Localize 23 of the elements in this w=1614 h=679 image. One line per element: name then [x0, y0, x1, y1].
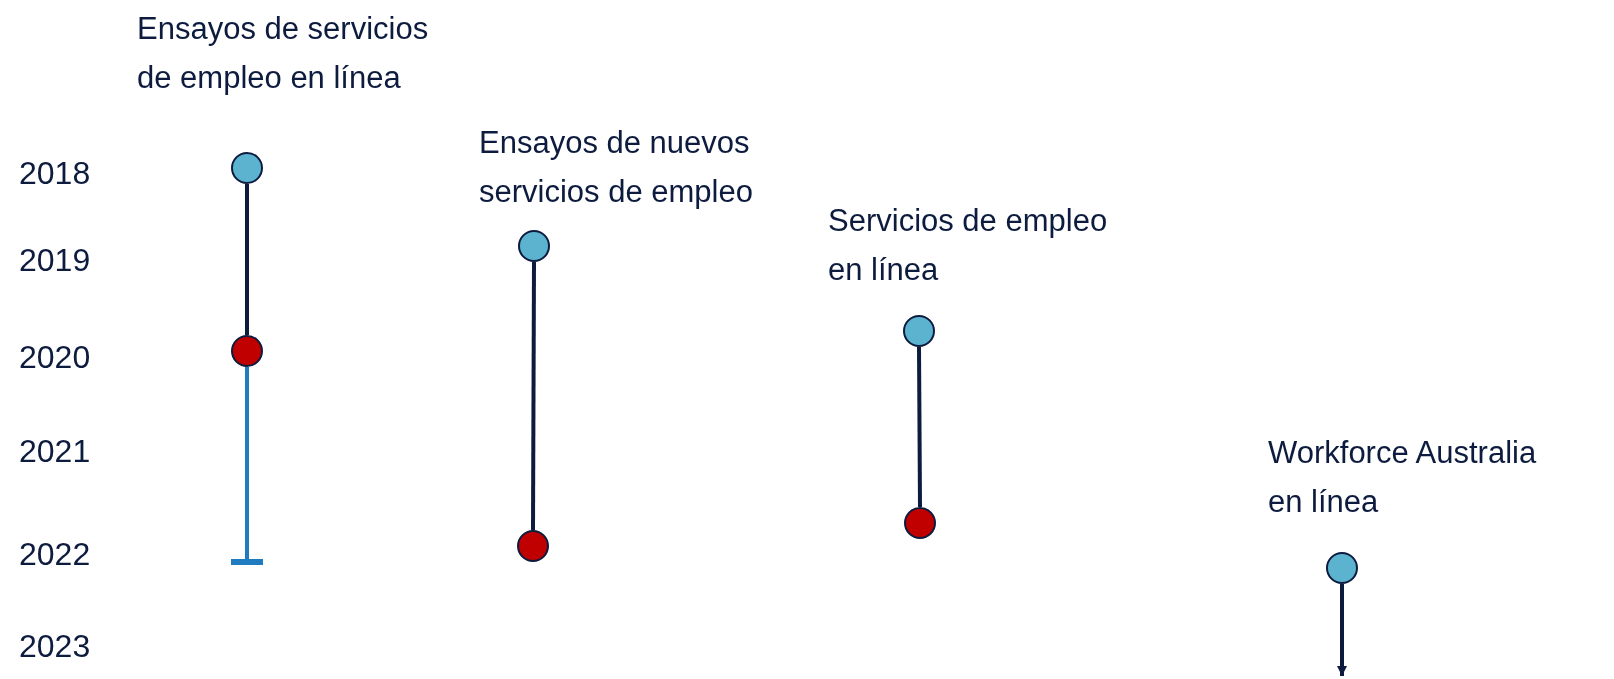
milestone-dot	[903, 315, 935, 347]
connector-line	[245, 184, 249, 335]
connector-line	[917, 347, 922, 507]
milestone-dot	[518, 230, 550, 262]
milestone-dot	[1326, 552, 1358, 584]
connector-line	[245, 367, 249, 559]
milestone-label: Servicios de empleo en línea	[828, 202, 1109, 289]
milestone-dot	[231, 152, 263, 184]
milestone-label: Ensayos de nuevos servicios de empleo	[479, 124, 754, 211]
connector-line	[531, 262, 536, 530]
milestone-label: Workforce Australia en línea	[1268, 434, 1538, 521]
year-label: 2023	[19, 628, 91, 664]
connector-line	[1337, 584, 1347, 676]
year-label: 2022	[19, 536, 91, 572]
year-label: 2021	[19, 433, 91, 469]
year-label: 2020	[19, 339, 91, 375]
milestone-dot	[231, 335, 263, 367]
milestone-dot	[517, 530, 549, 562]
milestone-dot	[904, 507, 936, 539]
milestone-label: Ensayos de servicios de empleo en línea	[137, 10, 430, 97]
year-label: 2018	[19, 155, 91, 191]
year-label: 2019	[19, 242, 91, 278]
line-end-bar	[231, 559, 263, 565]
